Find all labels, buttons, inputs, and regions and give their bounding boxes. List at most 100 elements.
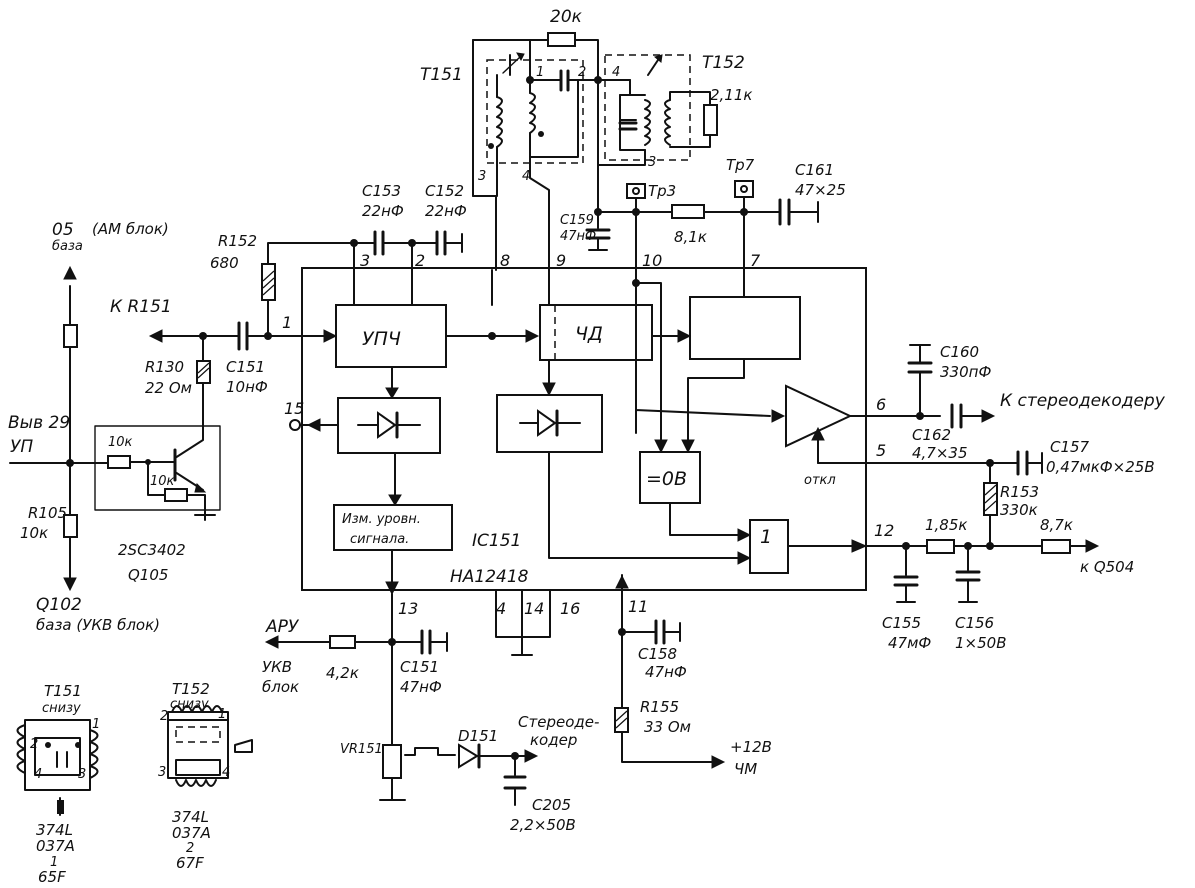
pin-11: 11 bbox=[628, 597, 648, 616]
label-8-7k: 8,7к bbox=[1040, 516, 1073, 534]
label-1-bottom: 1 bbox=[50, 855, 58, 870]
pin-3: 3 bbox=[360, 251, 370, 270]
diode-symbol-1 bbox=[357, 411, 421, 439]
pin-1: 1 bbox=[282, 313, 292, 332]
label-12v: +12В bbox=[730, 738, 772, 756]
label-q102: Q102 bbox=[36, 595, 82, 615]
label-r155: R155 bbox=[640, 698, 679, 716]
pin-4: 4 bbox=[496, 599, 506, 618]
pin-14: 14 bbox=[524, 599, 544, 618]
pin13-network bbox=[264, 593, 539, 806]
label-c156-value: 1×50В bbox=[955, 634, 1007, 652]
label-c158-value: 47нФ bbox=[645, 663, 687, 681]
label-snizu-1: снизу bbox=[42, 701, 81, 716]
label-tp3: Тр3 bbox=[648, 182, 676, 200]
label-10k-b: 10к bbox=[150, 474, 175, 489]
t152b-pin-4: 4 bbox=[222, 765, 230, 780]
label-chm: ЧМ bbox=[734, 760, 757, 778]
label-2-bottom: 2 bbox=[186, 841, 194, 856]
label-374l-b: 374L bbox=[172, 808, 209, 826]
label-c205: C205 bbox=[532, 796, 571, 814]
label-r130-value: 22 Ом bbox=[145, 379, 192, 397]
label-baza-1: база bbox=[52, 239, 83, 254]
label-c151-b-value: 47нФ bbox=[400, 678, 442, 696]
label-c152-value: 22нФ bbox=[425, 202, 467, 220]
label-c151-b: C151 bbox=[400, 658, 439, 676]
label-level-line2: сигнала. bbox=[350, 532, 409, 547]
t151b-pin-4: 4 bbox=[34, 767, 42, 782]
label-c205-value: 2,2×50В bbox=[510, 816, 576, 834]
label-2-11k: 2,11к bbox=[710, 86, 752, 104]
label-t151-bottom: T151 bbox=[44, 682, 82, 700]
label-d151: D151 bbox=[458, 727, 498, 745]
label-to-q504: к Q504 bbox=[1080, 558, 1134, 576]
chd-block bbox=[539, 304, 653, 361]
t151-pin-3: 3 bbox=[478, 169, 486, 184]
label-r152: R152 bbox=[218, 232, 257, 250]
diode-symbol-2 bbox=[519, 409, 581, 437]
label-or-block: 1 bbox=[760, 526, 772, 548]
label-c151-a-value: 10нФ bbox=[226, 378, 268, 396]
label-zero-block: =0В bbox=[646, 468, 687, 490]
label-8-1k: 8,1к bbox=[674, 228, 707, 246]
label-am-block: (АМ блок) bbox=[92, 220, 169, 238]
pin-2: 2 bbox=[415, 251, 425, 270]
label-037a-b: 037А bbox=[172, 824, 211, 842]
input-line bbox=[148, 230, 463, 351]
label-2sc3402: 2SC3402 bbox=[118, 541, 186, 559]
pin-9: 9 bbox=[556, 251, 566, 270]
t151-bottom-sketch bbox=[16, 719, 99, 816]
label-baza-ukv: база (УКВ блок) bbox=[36, 616, 160, 634]
label-c159-value: 47нФ bbox=[560, 229, 596, 244]
label-65f: 65F bbox=[38, 868, 66, 886]
label-c160-value: 330пФ bbox=[940, 363, 991, 381]
out-block bbox=[689, 296, 801, 360]
label-r153: R153 bbox=[1000, 483, 1039, 501]
label-c161-value: 47×25 bbox=[795, 181, 846, 199]
label-chd-block: ЧД bbox=[575, 323, 603, 345]
label-ukv: УКВ bbox=[262, 658, 292, 676]
label-t152: T152 bbox=[702, 53, 745, 73]
t152b-pin-2: 2 bbox=[160, 709, 168, 724]
t151-pin-4: 4 bbox=[522, 169, 530, 184]
t152b-pin-3: 3 bbox=[158, 765, 166, 780]
label-to-stereo: К стереодекодеру bbox=[1000, 391, 1166, 411]
label-c159: C159 bbox=[560, 213, 594, 228]
label-t152-bottom: T152 bbox=[172, 680, 210, 698]
label-c160: C160 bbox=[940, 343, 979, 361]
label-stereo-1: Стереоде- bbox=[518, 713, 599, 731]
t151b-pin-1: 1 bbox=[92, 717, 100, 732]
label-t151: T151 bbox=[420, 65, 463, 85]
label-q105: Q105 bbox=[128, 566, 168, 584]
label-otkl: откл bbox=[804, 473, 836, 488]
label-67f: 67F bbox=[176, 854, 204, 872]
label-r153-value: 330к bbox=[1000, 501, 1038, 519]
t152b-pin-1: 1 bbox=[218, 707, 226, 722]
label-c153-value: 22нФ bbox=[362, 202, 404, 220]
label-20k: 20к bbox=[550, 7, 583, 27]
label-10k-a: 10к bbox=[108, 435, 133, 450]
t151b-pin-3: 3 bbox=[78, 767, 86, 782]
t151b-pin-2: 2 bbox=[30, 737, 38, 752]
label-vyv29: Выв 29 bbox=[8, 413, 70, 433]
ic151-body bbox=[301, 267, 867, 591]
pin-8: 8 bbox=[500, 251, 510, 270]
transformer-area bbox=[472, 32, 819, 306]
label-c153: C153 bbox=[362, 182, 401, 200]
label-k-r151: К R151 bbox=[110, 297, 172, 317]
t152-pin-3: 3 bbox=[648, 155, 656, 170]
label-c155-value: 47мФ bbox=[888, 634, 931, 652]
label-c156: C156 bbox=[955, 614, 994, 632]
pin-5: 5 bbox=[876, 441, 886, 460]
label-snizu-2: снизу bbox=[170, 697, 209, 712]
label-1-85k: 1,85к bbox=[925, 516, 967, 534]
internal-wiring bbox=[289, 269, 1019, 769]
label-upch-block: УПЧ bbox=[362, 328, 401, 350]
pin-6: 6 bbox=[876, 395, 886, 414]
label-c162: C162 bbox=[912, 426, 951, 444]
label-r155-value: 33 Ом bbox=[644, 718, 691, 736]
right-network bbox=[865, 344, 1100, 603]
label-tp7: Тр7 bbox=[726, 156, 755, 174]
label-r130: R130 bbox=[145, 358, 184, 376]
